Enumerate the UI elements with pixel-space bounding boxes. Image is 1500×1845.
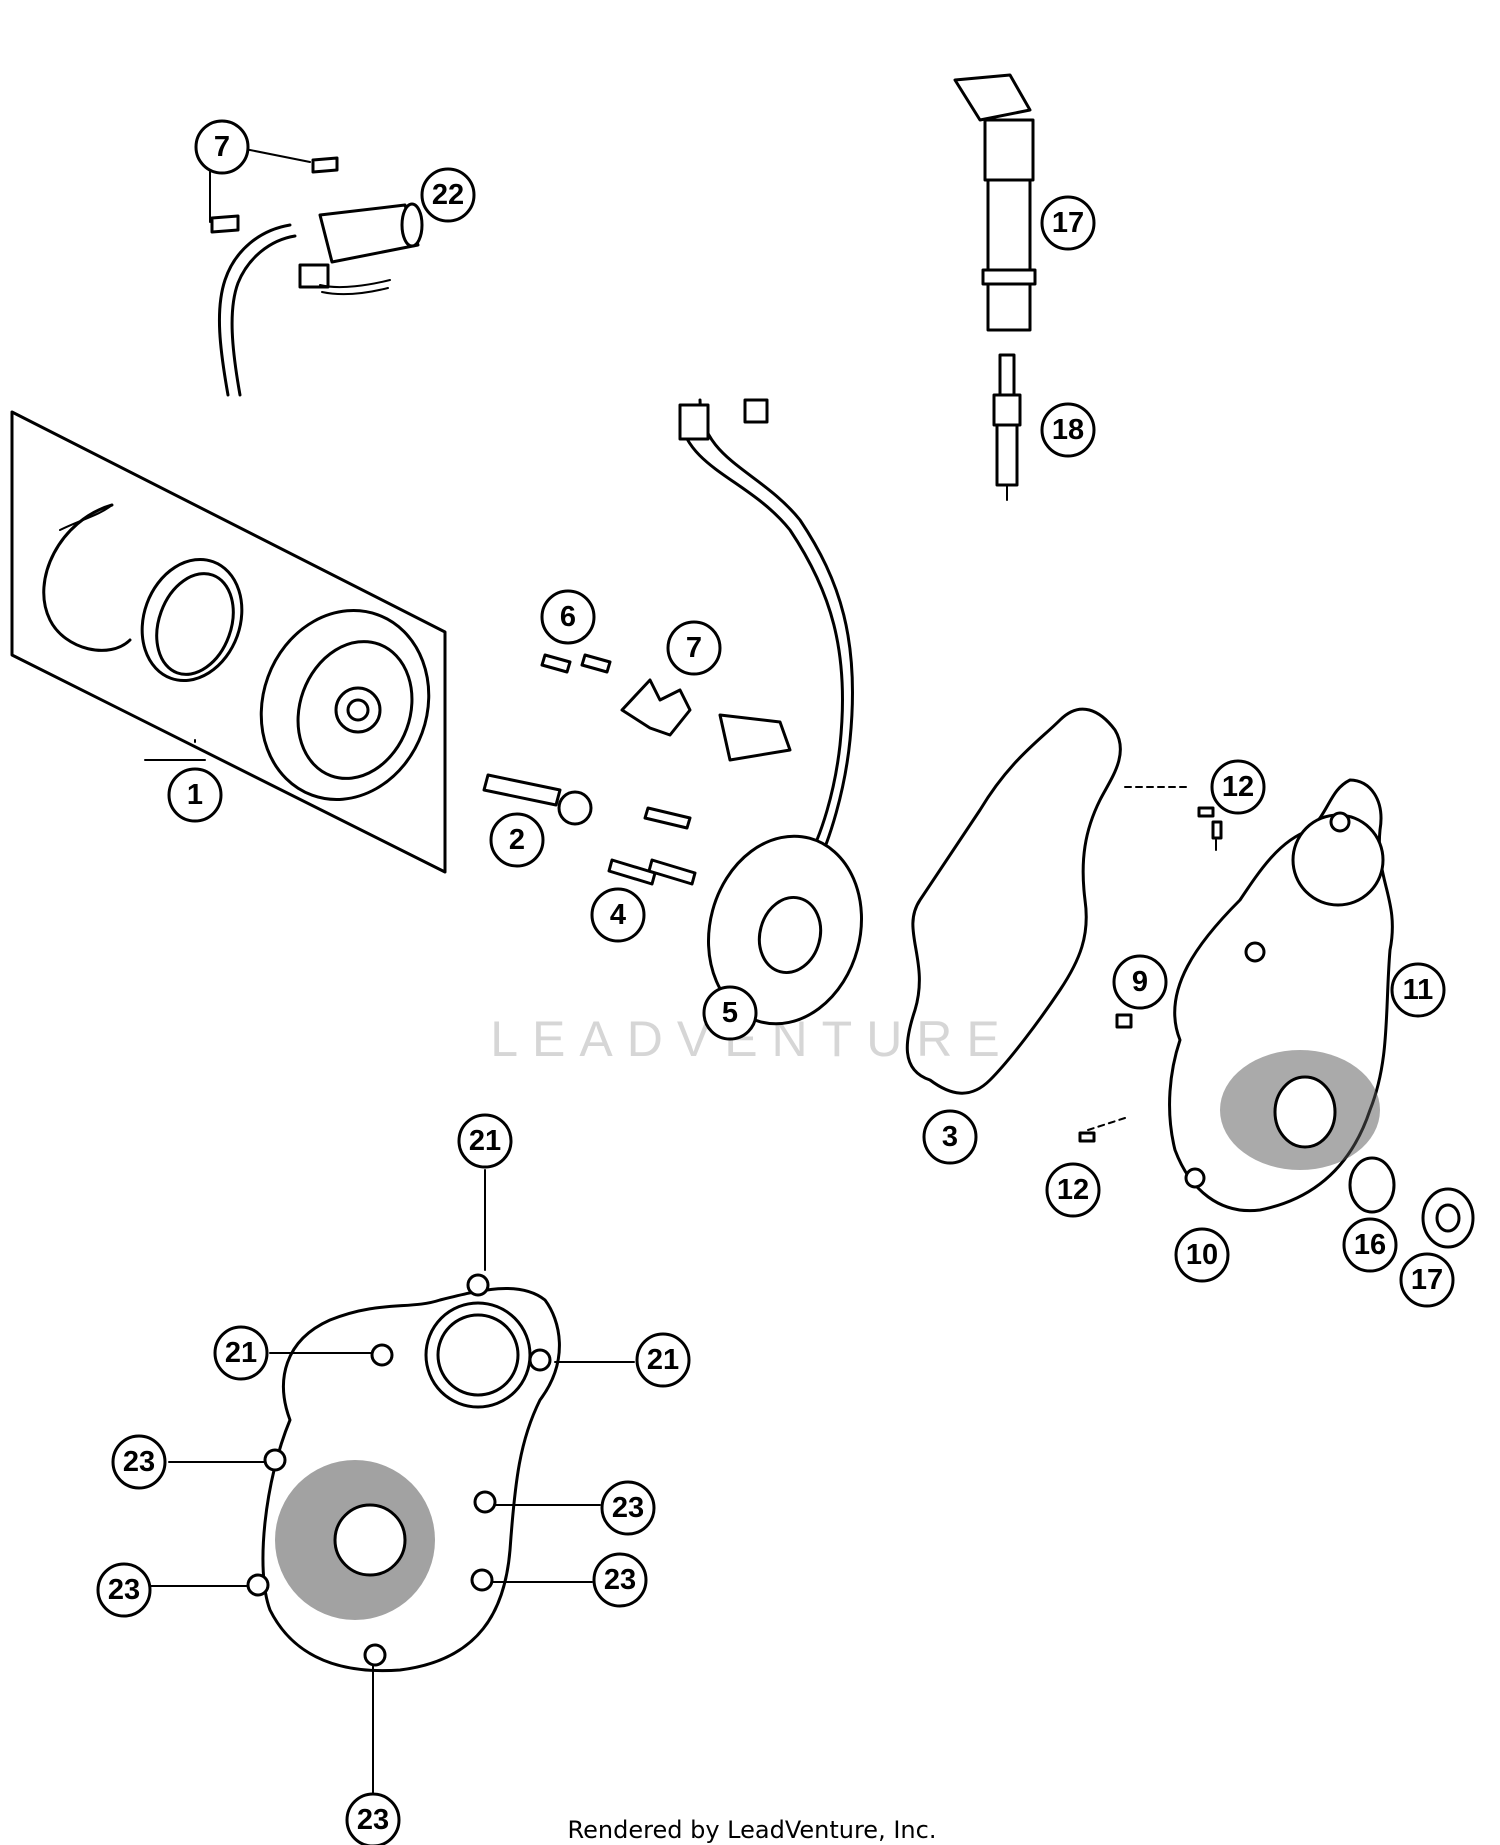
svg-text:21: 21 <box>225 1337 257 1369</box>
svg-text:17: 17 <box>1411 1264 1443 1296</box>
svg-text:1: 1 <box>187 779 203 811</box>
callout-3: 3 <box>922 1109 978 1165</box>
svg-text:12: 12 <box>1057 1174 1089 1206</box>
callout-23-left-top: 23 <box>111 1434 167 1490</box>
svg-text:23: 23 <box>612 1492 644 1524</box>
svg-text:12: 12 <box>1222 771 1254 803</box>
bolts-and-bracket-drawing <box>482 653 697 886</box>
svg-text:5: 5 <box>722 997 738 1029</box>
svg-text:7: 7 <box>686 632 702 664</box>
svg-text:6: 6 <box>560 601 576 633</box>
ignition-coil-drawing <box>210 156 424 397</box>
footer-credit: Rendered by LeadVenture, Inc. <box>568 1816 937 1844</box>
svg-text:9: 9 <box>1132 966 1148 998</box>
leader-lines <box>144 147 1191 1794</box>
callout-10: 10 <box>1174 1227 1230 1283</box>
callout-12-bottom: 12 <box>1045 1162 1101 1218</box>
svg-text:23: 23 <box>123 1446 155 1478</box>
svg-text:17: 17 <box>1052 207 1084 239</box>
callout-11: 11 <box>1390 962 1446 1018</box>
callout-22: 22 <box>420 167 476 223</box>
svg-text:23: 23 <box>108 1574 140 1606</box>
svg-text:2: 2 <box>509 824 525 856</box>
callout-4: 4 <box>590 887 646 943</box>
gasket-drawing <box>905 707 1122 1095</box>
svg-text:4: 4 <box>610 899 626 931</box>
callout-12-top: 12 <box>1210 759 1266 815</box>
svg-text:10: 10 <box>1186 1239 1218 1271</box>
callout-6: 6 <box>540 589 596 645</box>
svg-text:3: 3 <box>942 1121 958 1153</box>
callout-17: 17 <box>1399 1252 1455 1308</box>
callout-21-left: 21 <box>213 1325 269 1381</box>
svg-text:23: 23 <box>357 1804 389 1836</box>
callout-19: 18 <box>1040 402 1096 458</box>
callout-23-right-top: 23 <box>600 1480 656 1536</box>
callout-21-top: 21 <box>457 1113 513 1169</box>
callout-1: 1 <box>167 767 223 823</box>
callout-7: 7 <box>666 620 722 676</box>
callout-8: 7 <box>194 119 250 175</box>
callout-9: 9 <box>1112 954 1168 1010</box>
svg-text:18: 18 <box>1052 414 1084 446</box>
svg-text:11: 11 <box>1403 974 1434 1006</box>
svg-text:22: 22 <box>432 179 464 211</box>
callout-23-bottom: 23 <box>345 1792 401 1845</box>
stator-drawing <box>678 398 864 1026</box>
callout-5: 5 <box>702 985 758 1041</box>
svg-text:16: 16 <box>1354 1229 1386 1261</box>
svg-text:7: 7 <box>214 131 230 163</box>
flywheel-kit-drawing <box>10 410 447 874</box>
svg-text:23: 23 <box>604 1564 636 1596</box>
svg-text:21: 21 <box>647 1344 679 1376</box>
spark-plug-cap-drawing <box>953 73 1037 332</box>
lower-cover-drawing <box>246 1273 561 1673</box>
svg-text:21: 21 <box>469 1125 501 1157</box>
callout-21-right: 21 <box>635 1332 691 1388</box>
callout-23-right-bottom: 23 <box>592 1552 648 1608</box>
spark-plug-drawing <box>992 353 1022 501</box>
callout-18: 17 <box>1040 195 1096 251</box>
callout-23-left-bottom: 23 <box>96 1562 152 1618</box>
callout-2: 2 <box>489 812 545 868</box>
generator-cover-drawing <box>1168 778 1394 1213</box>
callout-16: 16 <box>1342 1217 1398 1273</box>
small-parts-drawing <box>1078 806 1475 1249</box>
